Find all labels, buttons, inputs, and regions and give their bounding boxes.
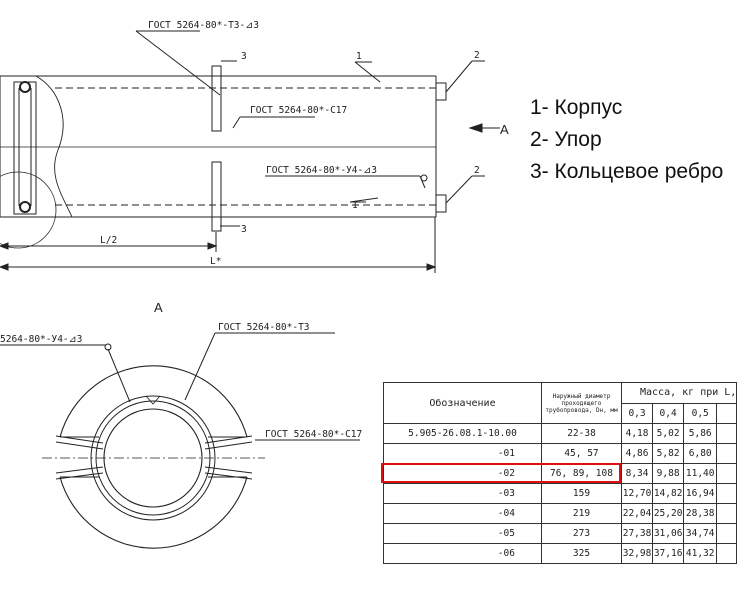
callout-2-top: 2 bbox=[474, 50, 480, 61]
cell-mass: 22,04 bbox=[620, 503, 654, 524]
cell-mass: 14,82 bbox=[652, 483, 685, 504]
cell-diameter: 273 bbox=[541, 523, 622, 544]
table-row: -01 45, 57 4,86 5,82 6,80 bbox=[383, 443, 738, 464]
table-row: -05 273 27,38 31,06 34,74 bbox=[383, 523, 738, 544]
cell-mass: 5,86 bbox=[683, 423, 718, 444]
cell-mass: 34,74 bbox=[683, 523, 718, 544]
section-gost-c17-label: ГОСТ 5264-80*-С17 bbox=[265, 429, 362, 440]
detail-circle bbox=[0, 171, 57, 249]
section-view: A 5264-80*-У4-⊿3 ГОСТ 5264-80*-Т3 bbox=[0, 300, 362, 549]
header-length: 0,3 bbox=[620, 402, 654, 424]
header-mass: Масса, кг при L, bbox=[620, 382, 738, 404]
header-designation: Обозначение bbox=[383, 382, 542, 424]
callout-3-top: 3 bbox=[241, 51, 247, 62]
gost-c17-label: ГОСТ 5264-80*-С17 bbox=[250, 105, 347, 116]
highlighted-row-frame bbox=[381, 463, 621, 483]
callout-1-bottom: 1 bbox=[352, 200, 358, 211]
cell-mass: 12,70 bbox=[620, 483, 654, 504]
outer-shell bbox=[59, 365, 248, 549]
section-gost-t3-label: ГОСТ 5264-80*-Т3 bbox=[218, 322, 310, 333]
stop-top bbox=[435, 82, 447, 101]
cell-mass: 8,34 bbox=[620, 463, 654, 484]
parts-legend: 1- Корпус 2- Упор 3- Кольцевое ребро bbox=[530, 92, 723, 188]
dim-half-label: L/2 bbox=[100, 235, 117, 246]
cell-designation: -05 bbox=[383, 523, 542, 544]
header-length: 0,5 bbox=[683, 402, 718, 424]
view-arrow-label: A bbox=[500, 122, 509, 137]
cell-designation: 5.905-26.08.1-10.00 bbox=[383, 423, 542, 444]
top-view: ГОСТ 5264-80*-Т3-⊿3 ГОСТ 5264-80*-С17 ГО… bbox=[0, 20, 509, 273]
legend-item-body: 1- Корпус bbox=[530, 96, 623, 119]
stop-bottom bbox=[435, 194, 447, 213]
cell-mass: 37,16 bbox=[652, 543, 685, 564]
cell-designation: -01 bbox=[383, 443, 542, 464]
cell-mass: 16,94 bbox=[683, 483, 718, 504]
gost-t3-top-label: ГОСТ 5264-80*-Т3-⊿3 bbox=[148, 20, 259, 31]
table-header-row: Обозначение Наружный диаметр проходящего… bbox=[383, 382, 738, 424]
cell-mass: 5,82 bbox=[652, 443, 685, 464]
legend-item-ring-rib: 3- Кольцевое ребро bbox=[530, 160, 724, 183]
cell-diameter: 325 bbox=[541, 543, 622, 564]
cell-designation: -06 bbox=[383, 543, 542, 564]
header-length: 0,4 bbox=[652, 402, 685, 424]
cell-mass: 5,02 bbox=[652, 423, 685, 444]
mass-table: Обозначение Наружный диаметр проходящего… bbox=[383, 382, 738, 564]
section-title: A bbox=[154, 300, 163, 315]
cell-diameter: 22-38 bbox=[541, 423, 622, 444]
cell-mass: 31,06 bbox=[652, 523, 685, 544]
cell-diameter: 45, 57 bbox=[541, 443, 622, 464]
cell-designation: -03 bbox=[383, 483, 542, 504]
cell-mass: 9,88 bbox=[652, 463, 685, 484]
cell-mass: 32,98 bbox=[620, 543, 654, 564]
cell-diameter: 219 bbox=[541, 503, 622, 524]
table-row: 5.905-26.08.1-10.00 22-38 4,18 5,02 5,86 bbox=[383, 423, 738, 444]
table-row: -03 159 12,70 14,82 16,94 bbox=[383, 483, 738, 504]
legend-item-stop: 2- Упор bbox=[530, 128, 602, 151]
cell-diameter: 159 bbox=[541, 483, 622, 504]
ring-rib-bottom bbox=[211, 161, 222, 232]
cell-mass: 41,32 bbox=[683, 543, 718, 564]
cell-mass: 4,86 bbox=[620, 443, 654, 464]
cell-mass: 28,38 bbox=[683, 503, 718, 524]
callout-1-top: 1 bbox=[356, 51, 362, 62]
dim-full-label: L* bbox=[210, 256, 221, 267]
callout-2-bottom: 2 bbox=[474, 165, 480, 176]
table-row: -06 325 32,98 37,16 41,32 bbox=[383, 543, 738, 564]
cell-mass: 27,38 bbox=[620, 523, 654, 544]
clamp-bar bbox=[13, 81, 37, 215]
cell-designation: -04 bbox=[383, 503, 542, 524]
cell-mass: 4,18 bbox=[620, 423, 654, 444]
cell-mass: 6,80 bbox=[683, 443, 718, 464]
cell-mass: 11,40 bbox=[683, 463, 718, 484]
table-subheader-row: 0,3 0,4 0,5 bbox=[384, 402, 738, 424]
header-diameter: Наружный диаметр проходящего трубопровод… bbox=[541, 382, 622, 424]
callout-3-bottom: 3 bbox=[241, 224, 247, 235]
section-gost-u4-label: 5264-80*-У4-⊿3 bbox=[0, 334, 82, 345]
gost-u4-label: ГОСТ 5264-80*-У4-⊿3 bbox=[266, 165, 377, 176]
table-row: -04 219 22,04 25,20 28,38 bbox=[383, 503, 738, 524]
ring-rib-top bbox=[211, 65, 222, 132]
cell-mass: 25,20 bbox=[652, 503, 685, 524]
